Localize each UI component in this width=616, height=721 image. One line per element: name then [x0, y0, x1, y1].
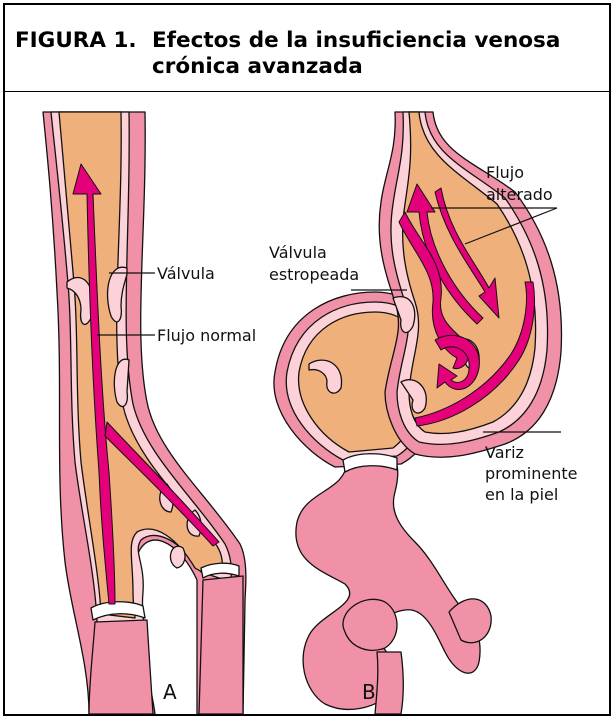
figure-header: FIGURA 1. Efectos de la insuficiencia ve… — [5, 5, 609, 92]
diagram-area: Válvula Flujo normal A — [5, 92, 609, 714]
vein-a-lower-left-tube — [89, 620, 153, 714]
figure-title: Efectos de la insuficiencia venosa cróni… — [152, 28, 602, 80]
label-altered-flow-2: alterado — [486, 185, 553, 204]
label-damaged-valve-2: estropeada — [269, 265, 359, 284]
figure-frame: FIGURA 1. Efectos de la insuficiencia ve… — [3, 3, 611, 716]
vein-a-valve-lower-right — [114, 359, 129, 406]
panel-a-letter: A — [163, 680, 177, 704]
vein-b-lower-stem-left — [375, 652, 403, 714]
label-varicose-3: en la piel — [485, 485, 558, 504]
panel-b-letter: B — [362, 680, 376, 704]
vein-b-lower-bulb — [343, 599, 397, 650]
vein-a-branch-valve-3 — [170, 546, 185, 568]
label-normal-flow: Flujo normal — [157, 326, 256, 345]
label-varicose-2: prominente — [485, 464, 577, 483]
label-damaged-valve-1: Válvula — [269, 243, 327, 262]
label-valve: Válvula — [157, 264, 215, 283]
label-varicose-1: Variz — [485, 443, 524, 462]
vein-diagram: Válvula Flujo normal A — [5, 92, 609, 714]
label-altered-flow-1: Flujo — [486, 163, 524, 182]
figure-number: FIGURA 1. — [15, 28, 137, 54]
vein-a-lower-right-tube — [199, 576, 243, 714]
panel-a — [43, 112, 246, 714]
